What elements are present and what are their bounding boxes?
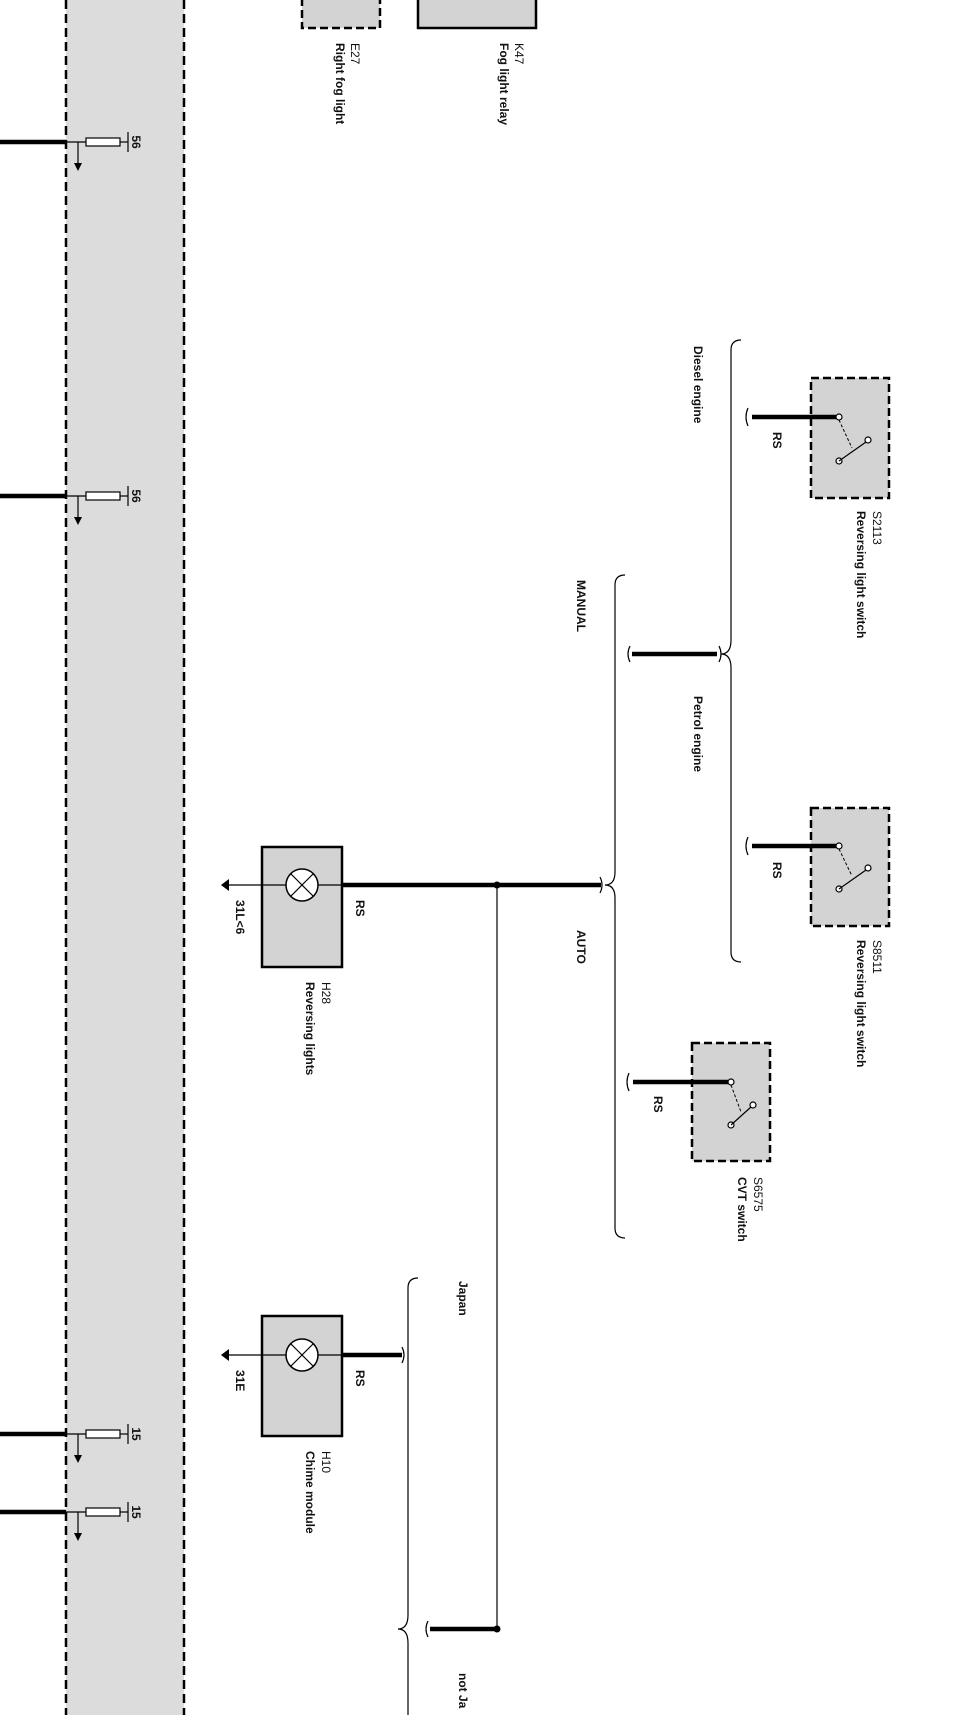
fuse-output-1: 56 bbox=[0, 132, 143, 171]
component-e27: E27 Right fog light bbox=[300, 0, 382, 124]
fuse-label-1: 56 bbox=[129, 135, 143, 149]
h10-name: Chime module bbox=[303, 1451, 317, 1534]
fuse-output-3: 15 bbox=[0, 1424, 143, 1463]
petrol-engine-label: Petrol engine bbox=[691, 696, 705, 772]
s8511-name: Reversing light switch bbox=[854, 940, 868, 1067]
not-japan-label: not Ja bbox=[456, 1673, 470, 1709]
component-h28: 31L<6 RS H28 Reversing lights bbox=[221, 845, 367, 1076]
diesel-engine-label: Diesel engine bbox=[691, 346, 705, 424]
s8511-code: S8511 bbox=[870, 940, 884, 974]
component-s2113: RS S2113 Reversing light switch bbox=[745, 376, 891, 638]
component-s6575: RS S6575 CVT switch bbox=[626, 1041, 772, 1242]
s2113-wire: RS bbox=[770, 432, 784, 449]
component-h10: 31E RS H10 Chime module bbox=[221, 1314, 405, 1534]
component-k47: K47 Fog light relay bbox=[416, 0, 538, 125]
auto-label: AUTO bbox=[574, 930, 588, 964]
k47-code: K47 bbox=[512, 43, 526, 65]
left-module bbox=[64, 0, 186, 1715]
e27-name: Right fog light bbox=[333, 43, 347, 124]
transmission-variant-bracket: MANUAL AUTO bbox=[574, 574, 626, 1239]
h28-wire: RS bbox=[353, 900, 367, 917]
s6575-wire: RS bbox=[651, 1096, 665, 1113]
japan-label: Japan bbox=[456, 1281, 470, 1316]
manual-label: MANUAL bbox=[574, 580, 588, 632]
h28-name: Reversing lights bbox=[303, 982, 317, 1076]
h10-ground: 31E bbox=[233, 1370, 247, 1391]
not-japan-junction-dot bbox=[493, 1625, 501, 1633]
fuse-output-2: 56 bbox=[0, 486, 143, 525]
k47-name: Fog light relay bbox=[497, 43, 511, 125]
fuse-output-4: 15 bbox=[0, 1502, 143, 1541]
s2113-code: S2113 bbox=[870, 511, 884, 545]
e27-code: E27 bbox=[348, 43, 362, 65]
h28-ground: 31L<6 bbox=[233, 900, 247, 935]
h28-code: H28 bbox=[319, 982, 333, 1004]
s8511-wire: RS bbox=[770, 862, 784, 879]
s2113-name: Reversing light switch bbox=[854, 511, 868, 638]
fuse-label-2: 56 bbox=[129, 489, 143, 503]
engine-variant-bracket: Diesel engine Petrol engine bbox=[691, 339, 742, 963]
component-s8511: RS S8511 Reversing light switch bbox=[745, 806, 891, 1067]
fuse-label-3: 15 bbox=[129, 1427, 143, 1441]
s6575-name: CVT switch bbox=[735, 1177, 749, 1242]
s6575-code: S6575 bbox=[751, 1177, 765, 1212]
market-variant-bracket: Japan not Ja bbox=[397, 1277, 470, 1715]
h10-code: H10 bbox=[319, 1451, 333, 1473]
fuse-label-4: 15 bbox=[129, 1505, 143, 1519]
h10-wire: RS bbox=[353, 1370, 367, 1387]
